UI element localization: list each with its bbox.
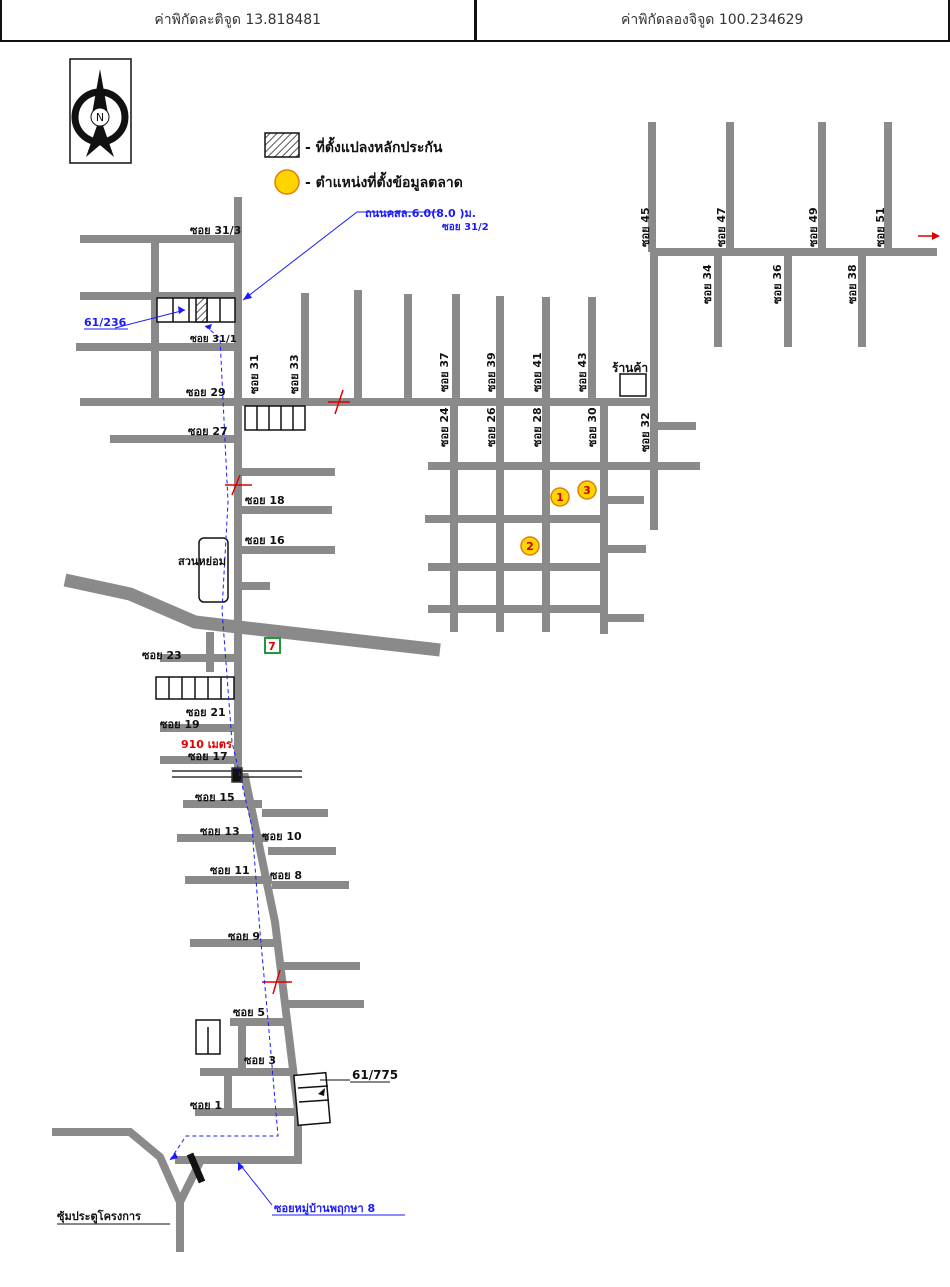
soi-27-label: ซอย 27 bbox=[188, 425, 228, 438]
soi-13-label: ซอย 13 bbox=[200, 825, 240, 838]
collateral-plot-block bbox=[156, 297, 236, 323]
coordinate-header: ค่าพิกัดละติจูด 13.818481 ค่าพิกัดลองจิจ… bbox=[0, 0, 950, 42]
soi-32-label: ซอย 32 bbox=[639, 412, 652, 452]
soi-9-label: ซอย 9 bbox=[228, 930, 260, 943]
road-spec-label: ถนนคสล.6.0(8.0 )ม. bbox=[365, 207, 476, 220]
soi-31-3-label: ซอย 31/3 bbox=[190, 224, 241, 237]
soi-38-label: ซอย 38 bbox=[846, 264, 859, 304]
house-block-61-775 bbox=[293, 1071, 331, 1127]
longitude-cell: ค่าพิกัดลองจิจูด 100.234629 bbox=[473, 0, 950, 40]
route-lines bbox=[114, 211, 440, 1206]
shop-label: ร้านค้า bbox=[612, 361, 648, 375]
railway bbox=[172, 767, 302, 783]
compass-letter: N bbox=[96, 111, 104, 124]
soi-1-label: ซอย 1 bbox=[190, 1099, 222, 1112]
distance-label: 910 เมตร bbox=[181, 738, 232, 751]
market-marker-1: 1 bbox=[550, 487, 570, 507]
direction-arrow-icon bbox=[918, 232, 940, 240]
soi-5-label: ซอย 5 bbox=[233, 1006, 265, 1019]
soi-31-2-label: ซอย 31/2 bbox=[442, 222, 489, 233]
soi-11-label: ซอย 11 bbox=[210, 864, 250, 877]
compass-north-icon: N bbox=[69, 58, 132, 164]
park-area bbox=[198, 537, 229, 603]
project-gate-label: ซุ้มประตูโครงการ bbox=[57, 1209, 141, 1224]
soi-43-label: ซอย 43 bbox=[576, 352, 589, 392]
soi-47-label: ซอย 47 bbox=[715, 207, 728, 247]
shop-building bbox=[619, 373, 647, 397]
collateral-legend-swatch bbox=[264, 132, 300, 158]
soi-33-label: ซอย 33 bbox=[288, 354, 301, 394]
market-legend-swatch bbox=[274, 169, 300, 195]
project-gate-marker bbox=[186, 1152, 206, 1184]
village-road-label: ซอยหมู่บ้านพฤกษา 8 bbox=[274, 1202, 375, 1216]
route-arrow-heads bbox=[170, 292, 252, 1171]
soi-15-label: ซอย 15 bbox=[195, 791, 235, 804]
soi-31-1-label: ซอย 31/1 bbox=[190, 334, 237, 345]
soi-45-label: ซอย 45 bbox=[639, 207, 652, 247]
plot-61-236-label: 61/236 bbox=[84, 316, 127, 329]
soi-3-label: ซอย 3 bbox=[244, 1054, 276, 1067]
soi-29-label: ซอย 29 bbox=[186, 386, 226, 399]
soi-49-label: ซอย 49 bbox=[807, 207, 820, 247]
soi-36-label: ซอย 36 bbox=[771, 264, 784, 304]
svg-text:7: 7 bbox=[268, 640, 276, 653]
legend-collateral-text: - ที่ตั้งแปลงหลักประกัน bbox=[305, 136, 443, 156]
soi-17-label: ซอย 17 bbox=[188, 750, 228, 763]
plot-61-775-arrow bbox=[318, 1088, 325, 1096]
soi-8-label: ซอย 8 bbox=[270, 869, 302, 882]
soi-21-label: ซอย 21 bbox=[186, 706, 226, 719]
soi-16-label: ซอย 16 bbox=[245, 534, 285, 547]
soi-19-label: ซอย 19 bbox=[160, 718, 200, 731]
highway bbox=[63, 573, 441, 657]
soi-30-label: ซอย 30 bbox=[586, 407, 599, 447]
soi-37-label: ซอย 37 bbox=[438, 352, 451, 392]
soi-10-label: ซอย 10 bbox=[262, 830, 302, 843]
market-marker-3: 3 bbox=[577, 480, 597, 500]
location-map: N - ที่ตั้งแปลงหลักประกัน - ตำแหน่งที่ตั… bbox=[52, 58, 940, 1252]
svg-text:1: 1 bbox=[556, 491, 564, 504]
soi-26-label: ซอย 26 bbox=[485, 407, 498, 447]
soi-39-label: ซอย 39 bbox=[485, 352, 498, 392]
legend-market-text: - ตำแหน่งที่ตั้งข้อมูลตลาด bbox=[305, 171, 463, 191]
plot-61-775-label: 61/775 bbox=[352, 1068, 398, 1082]
road-network bbox=[52, 122, 937, 1252]
soi-18-label: ซอย 18 bbox=[245, 494, 285, 507]
soi-41-label: ซอย 41 bbox=[531, 352, 544, 392]
convenience-store-icon: 7 bbox=[264, 637, 281, 654]
soi-28-label: ซอย 28 bbox=[531, 407, 544, 447]
house-block-soi-27 bbox=[244, 405, 306, 431]
svg-text:3: 3 bbox=[583, 484, 591, 497]
park-label: สวนหย่อม bbox=[178, 555, 226, 568]
soi-34-label: ซอย 34 bbox=[701, 264, 714, 304]
latitude-cell: ค่าพิกัดละติจูด 13.818481 bbox=[0, 0, 474, 40]
soi-23-label: ซอย 23 bbox=[142, 649, 182, 662]
soi-31-label: ซอย 31 bbox=[248, 354, 261, 394]
house-block-soi-5 bbox=[195, 1019, 221, 1055]
soi-51-label: ซอย 51 bbox=[874, 207, 887, 247]
soi-24-label: ซอย 24 bbox=[438, 407, 451, 447]
map-legend: - ที่ตั้งแปลงหลักประกัน - ตำแหน่งที่ตั้ง… bbox=[264, 132, 463, 195]
house-block-soi-21 bbox=[155, 676, 235, 700]
market-marker-2: 2 bbox=[520, 536, 540, 556]
svg-text:2: 2 bbox=[526, 540, 534, 553]
red-crossing-marks bbox=[225, 389, 350, 995]
